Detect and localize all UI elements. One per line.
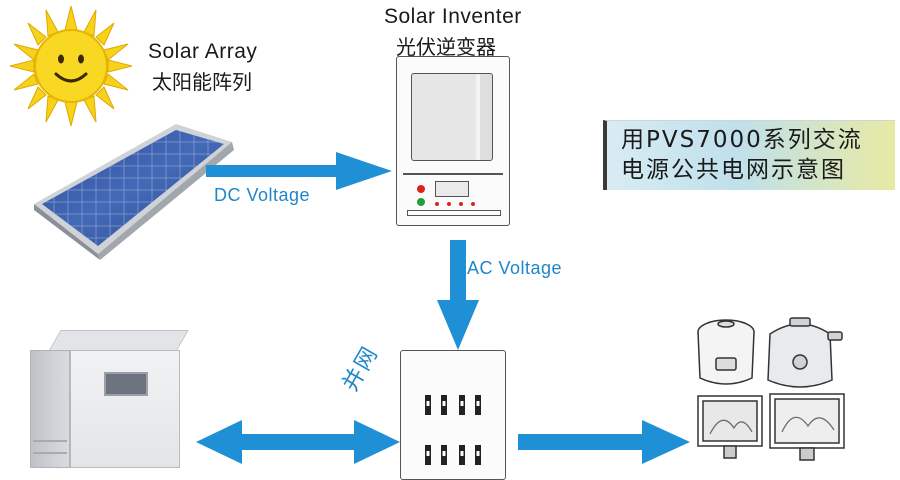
pressure-cooker-icon: [767, 317, 843, 388]
rice-cooker-icon: [697, 319, 755, 385]
inverter-label-en: Solar Inventer: [384, 5, 522, 28]
appliances-image: [697, 317, 845, 461]
indicator-red-icon: [417, 185, 425, 193]
indicator-green-icon: [417, 198, 425, 206]
solar-array-label-cn: 太阳能阵列: [152, 70, 252, 94]
power-source-display: [104, 372, 148, 396]
solar-array-label-en: Solar Array: [148, 40, 258, 63]
power-source-cabinet: [30, 330, 189, 468]
monitor-icon: [769, 393, 845, 461]
inverter-display: [435, 181, 469, 197]
inverter-divider: [403, 173, 503, 175]
dc-arrow: [206, 152, 392, 190]
solar-panel-image: [34, 124, 234, 260]
dc-voltage-label: DC Voltage: [214, 185, 311, 205]
title-line-2: 电源公共电网示意图: [621, 157, 846, 183]
diagram-title-box: 用PVS7000系列交流 电源公共电网示意图: [603, 120, 895, 190]
ac-arrow: [437, 240, 479, 350]
grid-tie-label: 并网: [338, 341, 384, 396]
monitor-icon: [697, 395, 763, 459]
inverter-cabinet: [396, 56, 510, 226]
grid-distribution-panel: [400, 350, 506, 480]
bidirectional-arrow: [196, 420, 400, 464]
sun-icon: [9, 5, 133, 127]
inverter-window: [411, 73, 493, 161]
output-arrow: [518, 420, 690, 464]
title-line-1: 用PVS7000系列交流: [621, 127, 863, 153]
inverter-buttons: [435, 202, 483, 206]
ac-voltage-label: AC Voltage: [467, 258, 563, 278]
inverter-bottom-bar: [407, 210, 501, 216]
inverter-label-cn: 光伏逆变器: [396, 35, 496, 59]
